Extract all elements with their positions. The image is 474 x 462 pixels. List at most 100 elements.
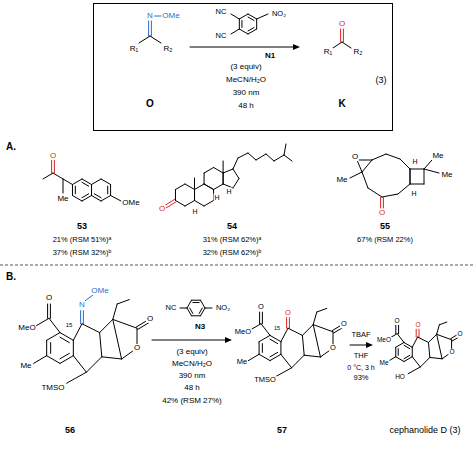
compound-number: 55 [379,222,391,231]
reaction-box: NOMeR₁R₂ONCNCNO₂N1(3 equiv)MeCN/H₂O390 n… [93,3,393,131]
bond-line [404,355,410,358]
bond-line [233,179,239,189]
bond-line [439,322,446,325]
chem-label: 0 °C, 3 h [346,364,375,371]
bond-line [102,357,122,359]
bond-line [357,160,372,161]
compound-number: O [145,99,155,109]
compound-number: N3 [194,323,206,331]
bond-line [34,356,47,364]
bond-line [190,47,295,48]
chem-label: Me [19,362,32,370]
bond-line [248,17,254,21]
compound-number: 53 [76,222,88,231]
bond-line [259,342,260,355]
chem-label: Me [378,360,389,367]
chem-label: O [158,205,166,213]
bond-line [270,352,278,356]
bond-line [362,160,372,172]
bond-line [43,173,53,179]
bond-line [192,300,201,301]
bond-line [396,357,404,362]
chem-label: OMe [90,287,109,295]
bond-line [67,372,87,383]
bond-line [214,184,224,190]
bond-line [408,367,420,374]
bond-line [223,173,224,184]
chem-label: O [338,20,346,28]
chem-label: 48 h [183,384,201,392]
bond-line [73,340,74,355]
bond-line [110,185,111,196]
bond-line [113,319,122,359]
bond-line [185,201,195,207]
compound-number: 56 [64,426,76,435]
bond-line [259,354,270,360]
bond-line [284,155,292,161]
bond-line [437,334,442,358]
bond-line [302,325,313,336]
bond-line [231,29,239,34]
bond-line [398,325,399,334]
chem-label: 37% (RSM 32%)ᵇ [52,249,113,257]
bond-line [204,173,205,184]
bond-line [259,335,270,341]
chem-label: O [284,309,292,317]
compound-number: B. [5,272,17,282]
bond-line [60,337,69,342]
bond-line [340,29,341,42]
bond-line [139,36,150,43]
bond-line [175,190,176,201]
bond-line [53,173,63,179]
bond-line [46,340,47,355]
chem-label: cephanolide D (3) [388,426,461,435]
bond-line [437,334,452,339]
chem-label: H [410,190,417,197]
chem-label: O [329,344,337,352]
bond-line [274,155,284,161]
bond-line [80,311,81,324]
bond-line [248,153,256,160]
chem-label: 42% (RSM 27%) [161,397,223,405]
bond-line [111,196,121,202]
chem-label: Me [236,358,248,366]
chem-label: 93% [352,374,369,382]
chem-label: H [225,188,232,195]
chem-label: 67% (RSM 22%) [356,236,414,244]
bond-line [257,14,268,19]
bond-line [60,353,69,358]
arrow-head [225,337,232,343]
bond-line [199,308,202,313]
bond-line [398,349,399,356]
bond-line [302,335,304,355]
bond-line [350,345,368,346]
bond-line [60,356,73,364]
chem-label: TBAF [350,331,371,339]
bond-line [395,347,396,357]
bond-line [47,333,60,341]
chem-label: NC [165,304,178,312]
bond-line [73,324,82,341]
bond-line [284,144,286,155]
bond-line [94,194,101,198]
bond-line [187,300,192,308]
bond-line [192,315,201,316]
bond-line [166,202,176,209]
bond-line [239,19,240,29]
bond-line [101,179,111,185]
bond-line [281,328,288,342]
bond-line [412,337,417,347]
bond-line [412,357,420,367]
chem-label: OMe [161,12,180,20]
bond-line [92,179,102,185]
bond-line [418,337,429,342]
bond-line [412,347,413,357]
bond-line [430,357,442,358]
chem-label: (3 equiv) [229,63,262,71]
bond-line [420,357,430,367]
chem-label: H [411,158,418,165]
chem-label: 31% (RSM 62%)ᵃ [202,236,263,244]
bond-line [343,29,344,42]
bond-line [270,354,281,360]
bond-line [195,201,205,207]
